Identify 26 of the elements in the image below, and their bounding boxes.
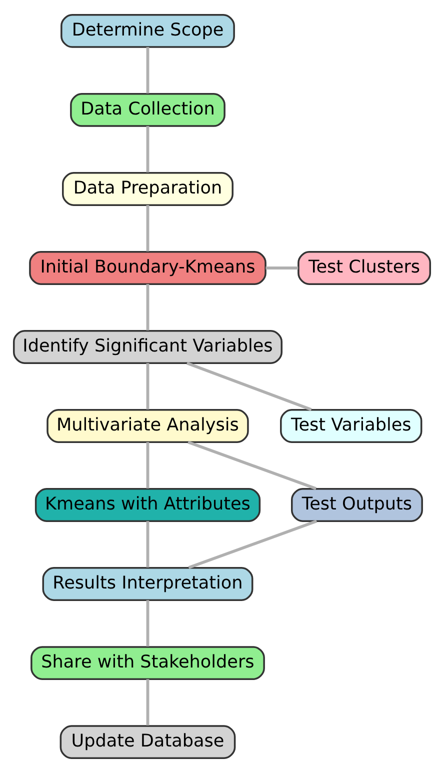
node-box: Multivariate Analysis xyxy=(46,409,249,443)
node-box: Test Variables xyxy=(280,409,422,443)
connector xyxy=(188,520,318,570)
connector xyxy=(146,363,150,410)
node-box: Results Interpretation xyxy=(42,567,254,601)
node-box: Identify Significant Variables xyxy=(12,330,282,364)
node-box: Update Database xyxy=(60,725,236,760)
connector xyxy=(146,442,150,488)
node-box: Data Collection xyxy=(70,92,226,127)
node-box: Determine Scope xyxy=(60,14,235,48)
connector xyxy=(146,600,150,646)
node-box: Kmeans with Attributes xyxy=(34,488,261,522)
connector xyxy=(188,440,317,490)
node-box: Test Outputs xyxy=(290,488,423,522)
node-box: Share with Stakeholders xyxy=(30,646,265,680)
node-box: Initial Boundary-Kmeans xyxy=(29,251,266,285)
connector xyxy=(146,284,150,330)
connector xyxy=(186,362,312,412)
connector xyxy=(266,266,298,270)
connector xyxy=(146,521,150,568)
connector xyxy=(146,205,150,252)
node-box: Test Clusters xyxy=(298,251,432,285)
connector xyxy=(146,679,150,726)
node-box: Data Preparation xyxy=(62,172,234,206)
connector xyxy=(146,47,150,94)
connector xyxy=(146,126,150,172)
